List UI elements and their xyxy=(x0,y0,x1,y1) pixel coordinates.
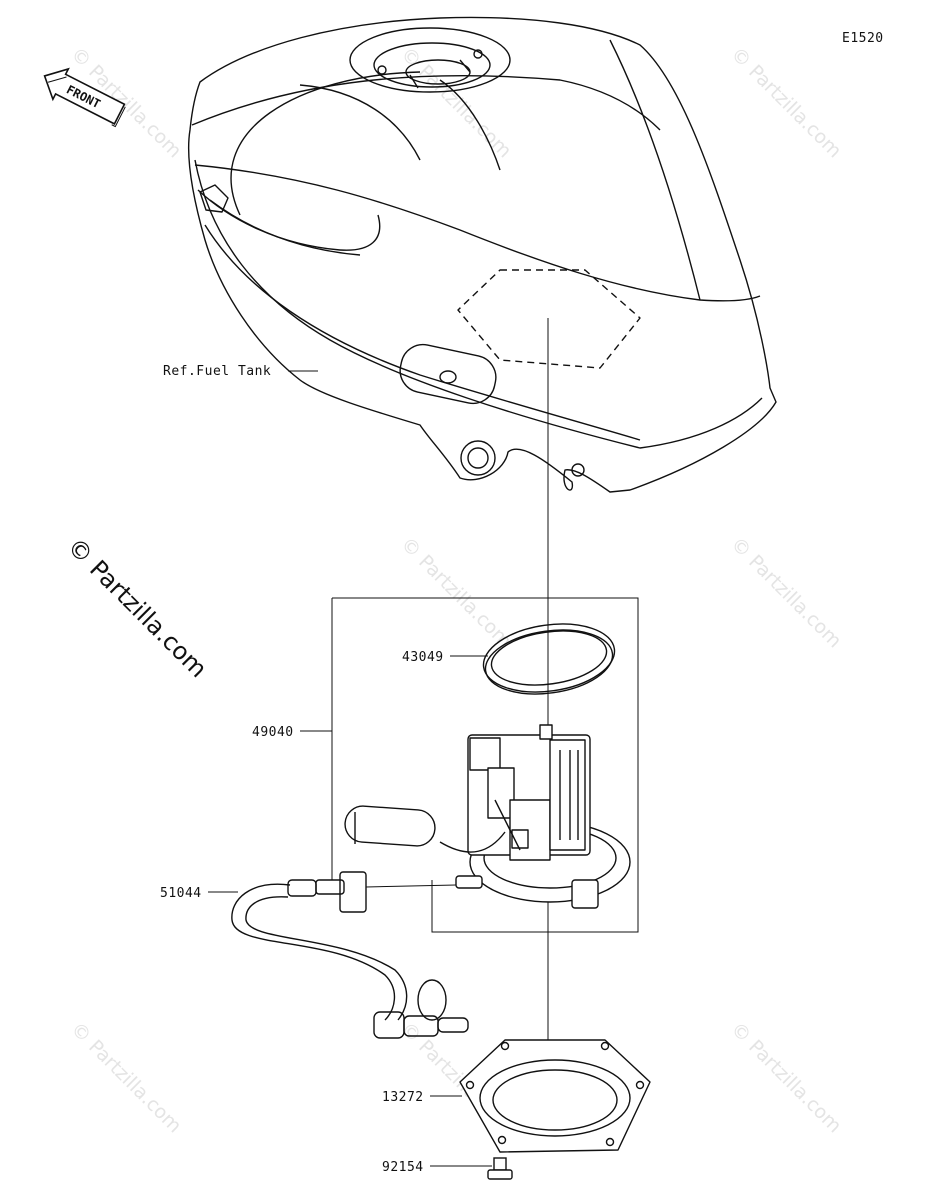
ref-fuel-tank-label: Ref.Fuel Tank xyxy=(163,364,271,379)
watermark: © Partzilla.com xyxy=(66,1018,185,1137)
fuel-pump-assembly-49040 xyxy=(344,724,631,909)
part-number-51044: 51044 xyxy=(160,886,202,901)
watermarks: © Partzilla.com © Partzilla.com © Partzi… xyxy=(66,43,845,1137)
watermark: © Partzilla.com xyxy=(396,43,515,162)
watermark: © Partzilla.com xyxy=(726,533,845,652)
watermark: © Partzilla.com xyxy=(726,43,845,162)
part-number-43049: 43049 xyxy=(402,650,444,665)
watermark: © Partzilla.com xyxy=(726,1018,845,1137)
bolt-92154 xyxy=(487,1157,513,1180)
gasket-43049 xyxy=(482,623,616,695)
part-labels: 43049 49040 51044 13272 92154 xyxy=(160,650,492,1175)
part-number-92154: 92154 xyxy=(382,1160,424,1175)
partzilla-watermark: © Partzilla.com xyxy=(62,532,213,683)
mounting-plate-13272 xyxy=(459,1039,651,1153)
assembly-bracket xyxy=(331,597,639,933)
part-number-49040: 49040 xyxy=(252,725,294,740)
part-number-13272: 13272 xyxy=(382,1090,424,1105)
fuel-hose-51044 xyxy=(231,871,469,1039)
fuel-tank xyxy=(187,16,777,493)
watermark: © Partzilla.com xyxy=(396,533,515,652)
diagram-code: E1520 xyxy=(842,31,884,46)
